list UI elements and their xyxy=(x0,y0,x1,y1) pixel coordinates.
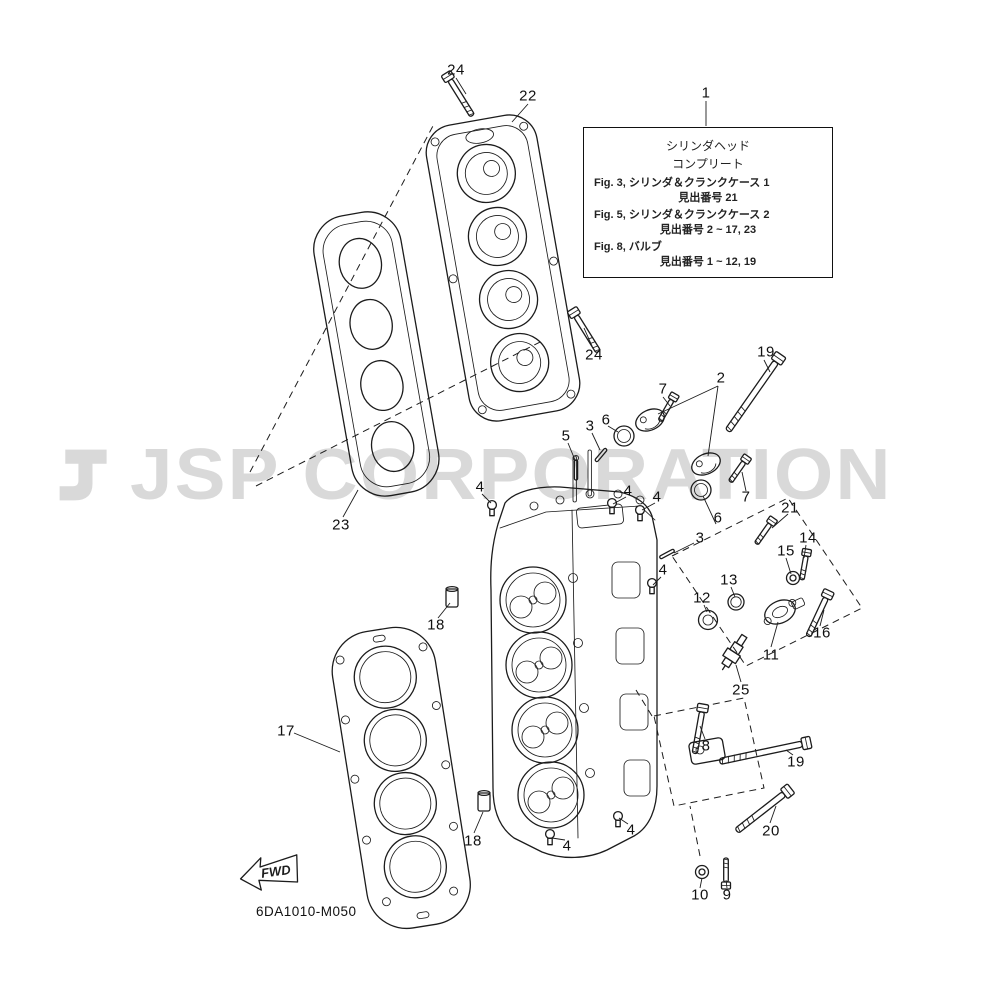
washer-15 xyxy=(785,570,801,586)
bolt-8 xyxy=(688,702,710,755)
stud-4-e xyxy=(544,828,556,846)
bolt-20 xyxy=(732,783,796,837)
valve-pin-1 xyxy=(594,447,608,463)
valve-lifter-2 xyxy=(690,479,712,501)
callout-entry: Fig. 8, バルブ 見出番号 1 ~ 12, 19 xyxy=(590,240,826,269)
bolt-16 xyxy=(802,587,836,640)
valve-stud xyxy=(572,454,580,481)
cylinder-head-block xyxy=(490,449,658,859)
washer-10 xyxy=(694,864,710,880)
bolt-24-top xyxy=(440,69,478,120)
parts-callout-box: シリンダヘッド コンプリート Fig. 3, シリンダ＆クランクケース 1 見出… xyxy=(583,127,833,279)
outlet-fitting xyxy=(763,597,806,625)
dowel-18-a xyxy=(445,585,459,608)
callout-fig-ref: Fig. 3, シリンダ＆クランクケース 1 xyxy=(594,177,770,189)
combustion-chambers xyxy=(499,566,585,829)
bolt-7-b xyxy=(725,453,753,485)
stud-4-c xyxy=(634,504,646,522)
cylinder-head-cover xyxy=(425,114,581,422)
drain-bolt-9 xyxy=(720,857,732,890)
callout-item-numbers: 見出番号 2 ~ 17, 23 xyxy=(659,223,757,236)
stud-4-a xyxy=(486,499,498,517)
bolt-7-a xyxy=(655,391,681,424)
bolt-21 xyxy=(751,515,779,547)
callout-title-line1: シリンダヘッド xyxy=(665,139,750,153)
fwd-label: FWD xyxy=(260,862,292,881)
bolt-19-bottom xyxy=(717,735,813,768)
assembly-dashed-lines xyxy=(249,123,863,857)
spark-plug xyxy=(721,633,748,671)
valve-cover-gasket xyxy=(313,211,440,497)
bolt-19-top xyxy=(722,350,787,435)
o-ring xyxy=(727,593,745,611)
fwd-arrow: FWD xyxy=(239,854,299,891)
valve-rocker-2 xyxy=(691,452,721,476)
callout-entry: Fig. 5, シリンダ＆クランクケース 2 見出番号 2 ~ 17, 23 xyxy=(590,208,826,237)
valve-pin-2 xyxy=(659,548,675,560)
head-gasket xyxy=(331,626,471,930)
drawing-code: 6DA1010-M050 xyxy=(256,904,357,919)
callout-item-numbers: 見出番号 1 ~ 12, 19 xyxy=(659,256,757,269)
breather-fitting xyxy=(688,737,726,765)
stud-4-b xyxy=(606,497,618,515)
valve-lifter-1 xyxy=(613,425,635,447)
leader-lines xyxy=(293,77,825,889)
callout-fig-ref: Fig. 5, シリンダ＆クランクケース 2 xyxy=(594,209,770,222)
plug-cap xyxy=(697,609,719,631)
stud-4-d xyxy=(646,577,658,595)
callout-fig-ref: Fig. 8, バルブ xyxy=(594,241,662,254)
callout-title-line2: コンプリート xyxy=(672,157,744,171)
callout-item-numbers: 見出番号 21 xyxy=(678,191,738,204)
dowel-18-b xyxy=(477,789,491,812)
callout-entry: Fig. 3, シリンダ＆クランクケース 1 見出番号 21 xyxy=(590,176,826,205)
